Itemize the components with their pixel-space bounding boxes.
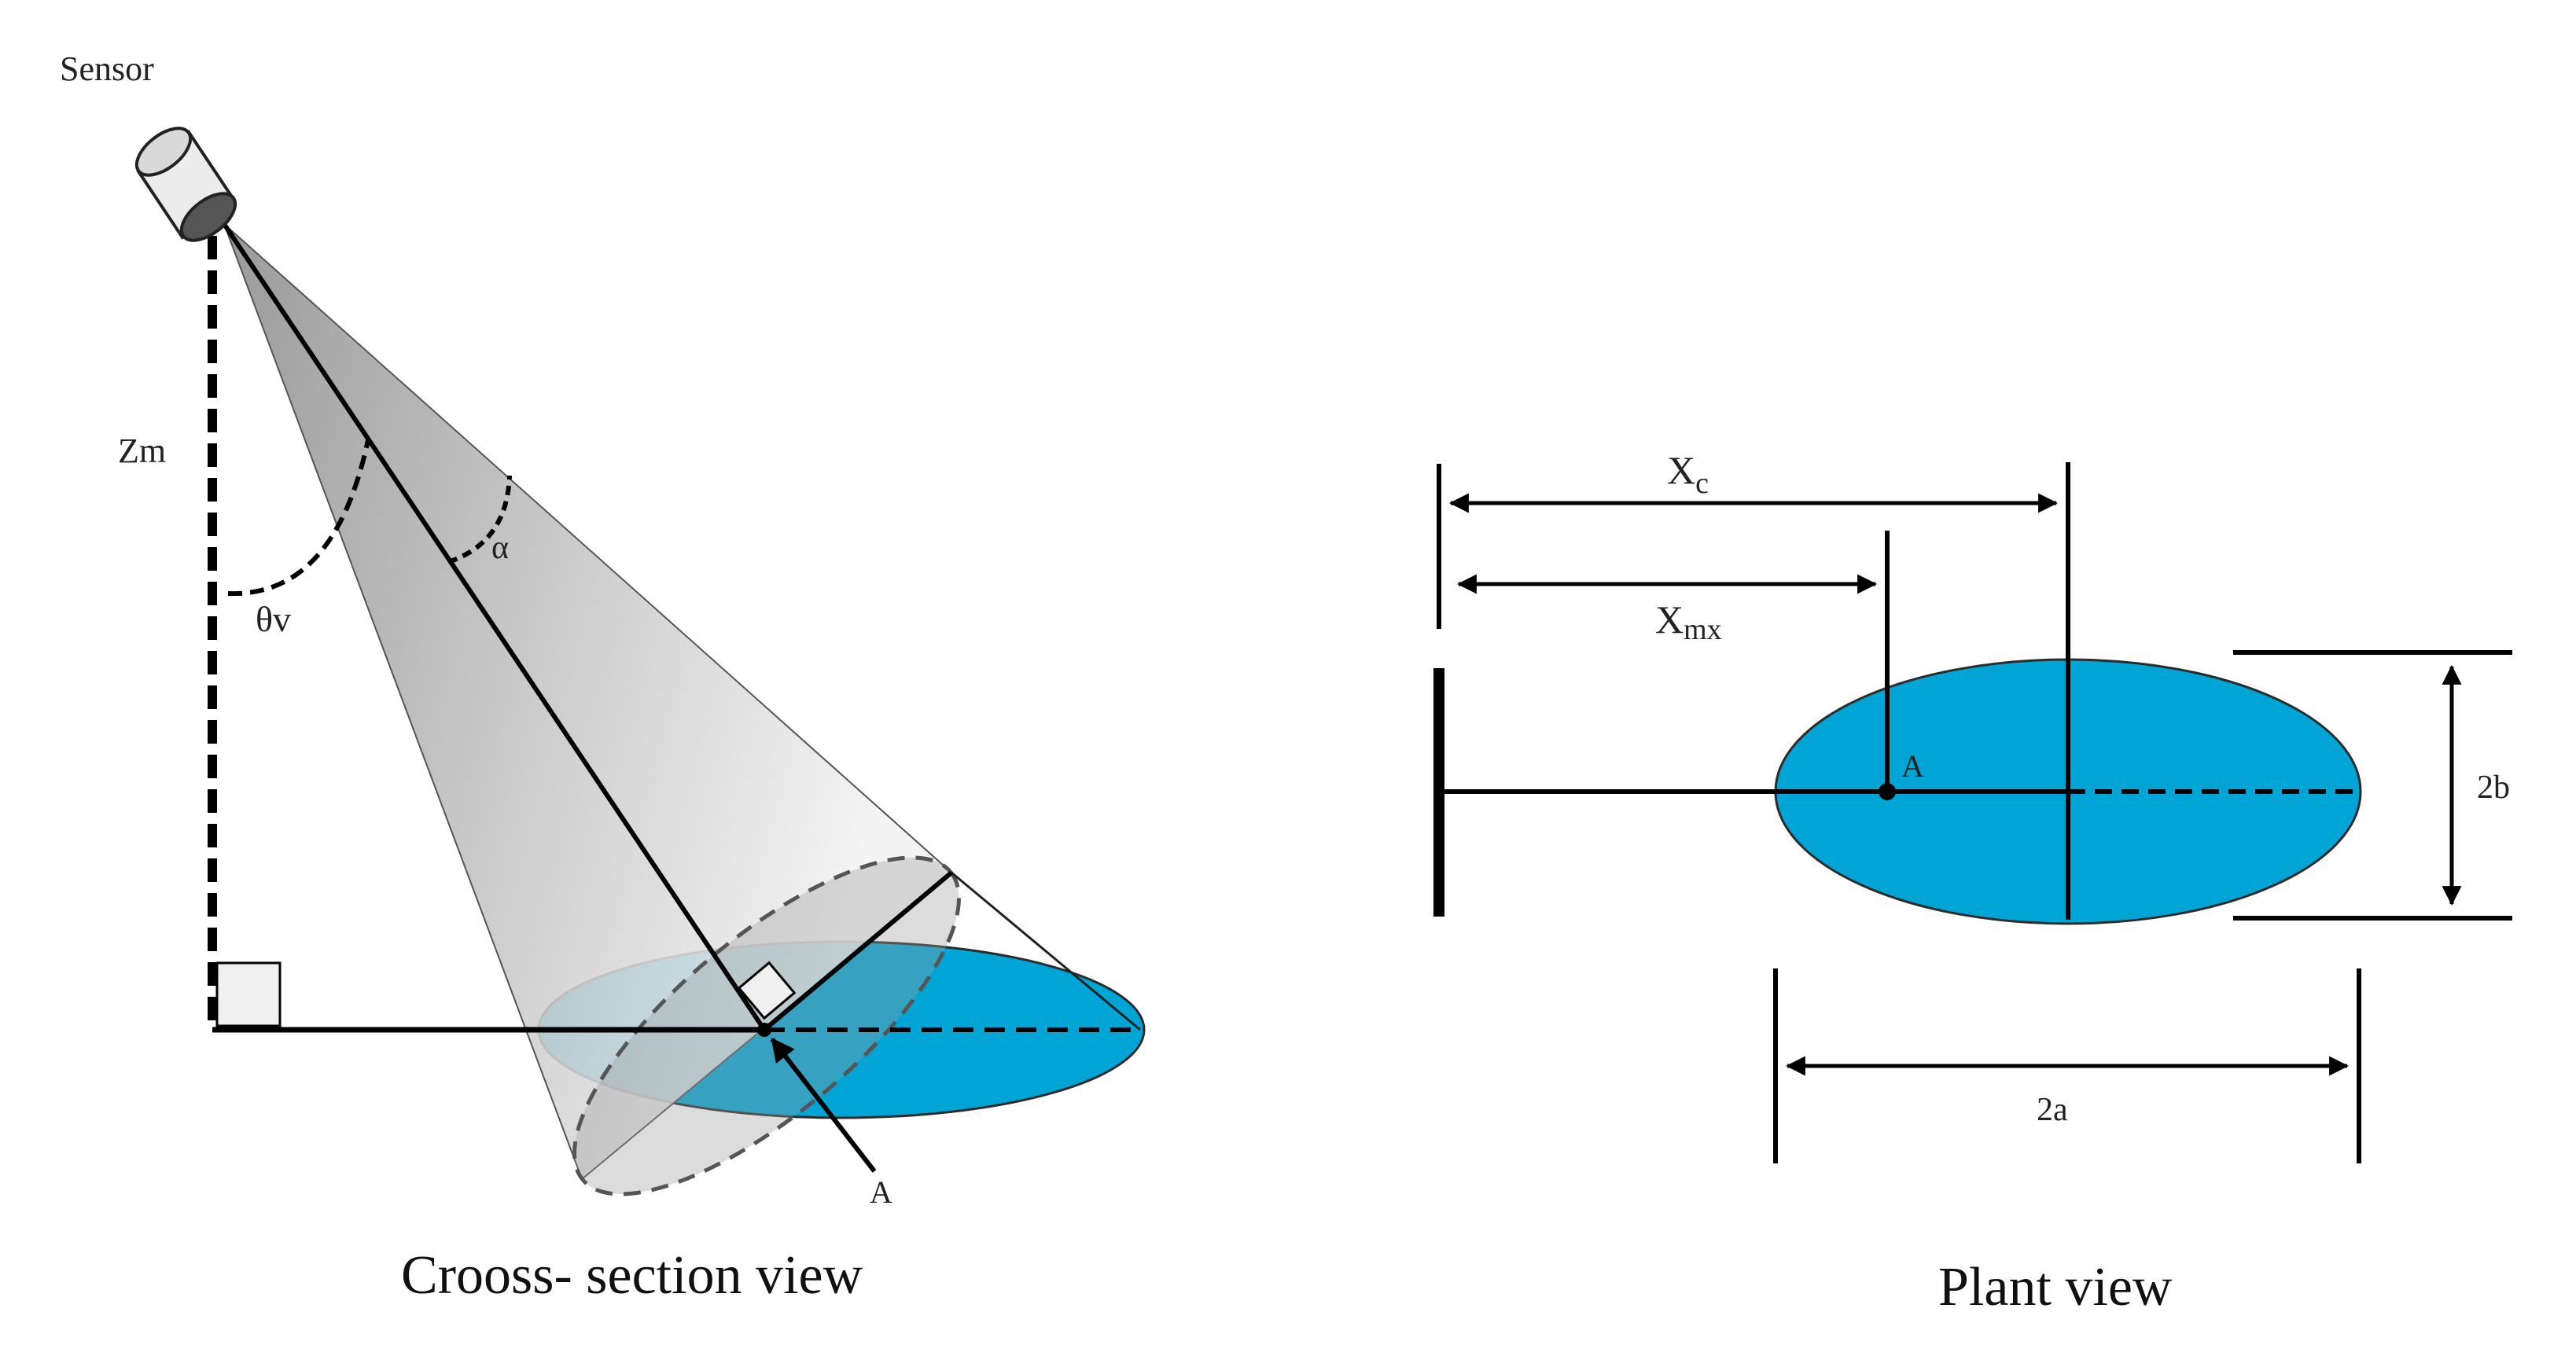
point-a-label-plant: A — [1901, 748, 1924, 784]
alpha-arc — [447, 475, 512, 564]
plant-view: Xc Xmx A 2b 2a Plant view — [1433, 448, 2512, 1317]
theta-v-label: θv — [256, 599, 291, 639]
plant-point-a-dot — [1879, 783, 1896, 800]
sensor-label: Sensor — [60, 50, 154, 88]
xmx-label: Xmx — [1655, 597, 1722, 646]
perpendicular-line — [763, 870, 953, 1032]
beam-axis-line — [222, 222, 767, 1031]
zm-label: Zm — [118, 432, 166, 470]
point-a-dot — [757, 1023, 771, 1037]
alpha-label: α — [491, 530, 509, 566]
theta-v-arc — [227, 439, 370, 597]
plant-view-caption: Plant view — [1938, 1257, 2173, 1317]
point-a-label-cross: A — [870, 1174, 892, 1210]
xc-label: Xc — [1667, 448, 1709, 500]
cross-section-view: Sensor Zm θv α A Crooss- section view — [60, 50, 1146, 1306]
sensor-icon — [134, 127, 237, 242]
right-angle-marker-axis — [737, 961, 797, 1020]
cross-section-caption: Crooss- section view — [401, 1245, 863, 1306]
right-angle-marker-ground — [215, 961, 282, 1027]
point-a-arrow — [770, 1038, 877, 1173]
2b-label: 2b — [2477, 770, 2510, 806]
2a-label: 2a — [2037, 1092, 2068, 1128]
beam-outer-edge — [951, 871, 1141, 1031]
